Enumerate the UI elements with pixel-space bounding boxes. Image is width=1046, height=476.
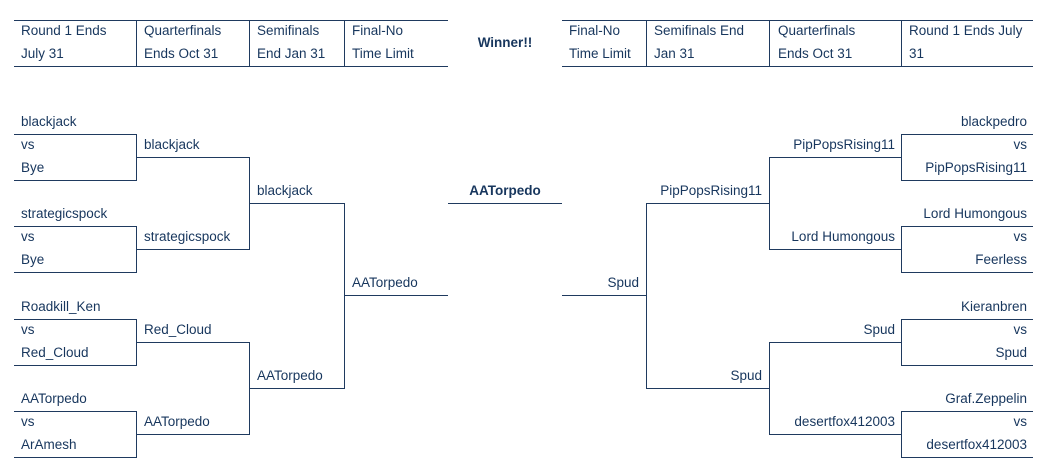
vs-label: vs <box>1013 414 1028 429</box>
round1-deadline-line2: July 31 <box>21 46 64 61</box>
left-qf-slot-1: blackjack <box>144 137 200 152</box>
champion-line <box>448 203 562 204</box>
semifinals-deadline-line1: Semifinals <box>257 23 320 38</box>
player-name: Bye <box>21 160 45 175</box>
player-name: Kieranbren <box>960 299 1027 314</box>
right-final-slot: Spud <box>607 275 639 290</box>
semifinals-deadline-line1-right: Semifinals End <box>654 23 745 38</box>
final-deadline-line2: Time Limit <box>352 46 414 61</box>
player-name: Feerless <box>975 252 1027 267</box>
winner-heading: Winner!! <box>477 35 533 50</box>
vs-label: vs <box>21 414 35 429</box>
player-name: strategicspock <box>21 206 108 221</box>
vs-label: vs <box>1013 137 1028 152</box>
left-final-slot: AATorpedo <box>352 275 418 290</box>
final-deadline-line1: Final-No <box>352 23 404 38</box>
left-qf-slot-2: strategicspock <box>144 229 231 244</box>
player-name: desertfox412003 <box>926 437 1027 452</box>
semifinals-deadline-line2-right: Jan 31 <box>654 46 695 61</box>
right-sf-slot-2: Spud <box>730 368 762 383</box>
final-deadline-line1-right: Final-No <box>569 23 621 38</box>
quarterfinals-deadline-line2: Ends Oct 31 <box>144 46 219 61</box>
player-name: Spud <box>995 345 1027 360</box>
round1-deadline-line1: Round 1 Ends <box>21 23 107 38</box>
player-name: Roadkill_Ken <box>21 299 101 314</box>
player-name: blackjack <box>21 114 77 129</box>
left-sf-slot-2: AATorpedo <box>257 368 323 383</box>
right-qf-slot-1: PipPopsRising11 <box>793 137 895 152</box>
vs-label: vs <box>1013 229 1028 244</box>
quarterfinals-deadline-line1-right: Quarterfinals <box>778 23 856 38</box>
player-name: blackpedro <box>960 114 1027 129</box>
right-qf-slot-3: Spud <box>863 322 895 337</box>
left-sf-slot-1: blackjack <box>257 183 313 198</box>
player-name: PipPopsRising11 <box>925 160 1027 175</box>
vs-label: vs <box>21 229 35 244</box>
round1-deadline-line1-right: Round 1 Ends July <box>909 23 1023 38</box>
quarterfinals-deadline-line1: Quarterfinals <box>144 23 222 38</box>
vs-label: vs <box>21 322 35 337</box>
quarterfinals-deadline-line2-right: Ends Oct 31 <box>778 46 853 61</box>
player-name: Lord Humongous <box>923 206 1027 221</box>
right-sf-slot-1: PipPopsRising11 <box>660 183 762 198</box>
player-name: Red_Cloud <box>21 345 89 360</box>
champion-name: AATorpedo <box>469 183 541 198</box>
right-qf-slot-2: Lord Humongous <box>791 229 895 244</box>
final-deadline-line2-right: Time Limit <box>569 46 631 61</box>
round1-deadline-line2-right: 31 <box>909 46 925 61</box>
vs-label: vs <box>1013 322 1028 337</box>
player-name: Graf.Zeppelin <box>945 391 1027 406</box>
left-qf-slot-3: Red_Cloud <box>144 322 212 337</box>
player-name: Bye <box>21 252 45 267</box>
right-qf-slot-4: desertfox412003 <box>794 414 895 429</box>
player-name: ArAmesh <box>21 437 77 452</box>
semifinals-deadline-line2: End Jan 31 <box>257 46 326 61</box>
left-qf-slot-4: AATorpedo <box>144 414 210 429</box>
player-name: AATorpedo <box>21 391 87 406</box>
vs-label: vs <box>21 137 35 152</box>
